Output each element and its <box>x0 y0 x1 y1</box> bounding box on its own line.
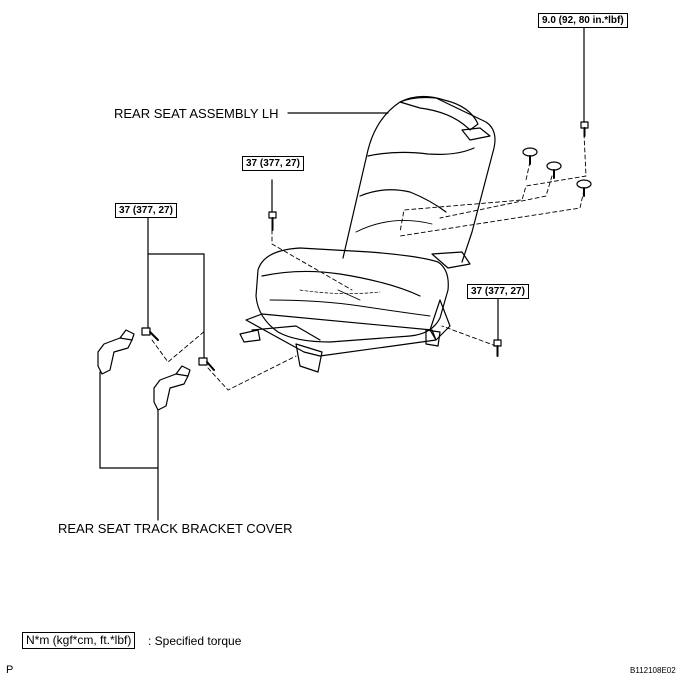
label-track-bracket-cover: REAR SEAT TRACK BRACKET COVER <box>58 521 293 536</box>
leader-torque-left <box>147 217 205 359</box>
torque-box-right: 37 (377, 27) <box>467 284 529 299</box>
bolt-left-2 <box>198 357 215 371</box>
torque-box-upper-center: 37 (377, 27) <box>242 156 304 171</box>
torque-box-left: 37 (377, 27) <box>115 203 177 218</box>
seat-track <box>239 313 441 373</box>
seat-cushion <box>255 247 449 343</box>
install-paths <box>151 133 587 391</box>
bracket-cover-2 <box>153 365 191 411</box>
bolt-left-1 <box>141 327 159 341</box>
figure-code: B112108E02 <box>630 666 676 675</box>
bracket-cover-1 <box>97 329 135 375</box>
legend-unit-box: N*m (kgf*cm, ft.*lbf) <box>22 632 136 649</box>
clip-3 <box>576 179 592 197</box>
seat-backrest <box>342 95 496 263</box>
seat-side-trim <box>429 251 471 341</box>
legend-text: : Specified torque <box>148 634 242 648</box>
label-rear-seat-assembly: REAR SEAT ASSEMBLY LH <box>114 106 279 121</box>
bolt-right <box>493 339 502 357</box>
clip-1 <box>522 147 538 165</box>
bolt-top-right <box>580 121 589 137</box>
clip-2 <box>546 161 562 179</box>
bolt-upper-center <box>268 211 277 231</box>
page-marker: P <box>6 664 14 676</box>
leader-bracket-cover <box>99 371 159 521</box>
torque-box-top-right: 9.0 (92, 80 in.*lbf) <box>538 13 628 28</box>
